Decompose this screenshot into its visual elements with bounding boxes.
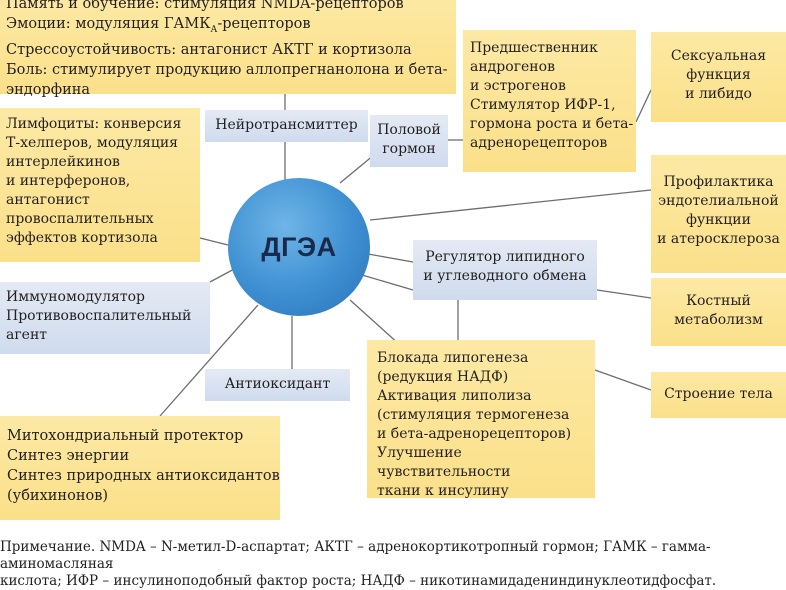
- antioxidant-node: Антиоксидант: [205, 369, 350, 401]
- lipogenesis-text: Блокада липогенеза (редукция НАДФ) Актив…: [377, 350, 572, 499]
- connector-mitochondria: [159, 304, 259, 417]
- emotion-prefix: Эмоции: модуляция ГАМК: [6, 16, 211, 32]
- sex-hormone-label: Половой гормон: [377, 122, 441, 157]
- connector-body: [594, 369, 652, 391]
- bone-metabolism-text: Костный метаболизм: [674, 293, 763, 328]
- connector-sexual: [635, 89, 652, 123]
- dhea-center-node: ДГЭА: [228, 178, 370, 316]
- dhea-center-label: ДГЭА: [261, 231, 337, 262]
- sex-hormone-node: Половой гормон: [370, 115, 448, 167]
- lipogenesis-box: Блокада липогенеза (редукция НАДФ) Актив…: [367, 340, 595, 499]
- immunomodulator-node: Иммуномодулятор Противовоспалительный аг…: [0, 282, 210, 354]
- bone-metabolism-box: Костный метаболизм: [651, 278, 786, 346]
- emotion-effects-line: Эмоции: модуляция ГАМКА-рецепторов: [6, 14, 456, 40]
- precursor-box: Предшественник андрогенов и эстрогенов С…: [463, 30, 636, 172]
- neurotransmitter-node: Нейротрансмиттер: [205, 110, 368, 142]
- connector-center-metabolism: [361, 274, 414, 291]
- metabolism-regulator-label: Регулятор липидного и углеводного обмена: [423, 249, 587, 284]
- emotion-subscript: А: [210, 24, 218, 35]
- sexual-function-text: Сексуальная функция и либидо: [670, 48, 767, 102]
- body-composition-text: Строение тела: [664, 386, 773, 402]
- emotion-suffix: -рецепторов: [217, 16, 311, 32]
- neurotransmitter-label: Нейротрансмиттер: [215, 117, 358, 133]
- endothelial-box: Профилактика эндотелиальной функции и ат…: [651, 155, 786, 273]
- immunomodulator-label: Иммуномодулятор Противовоспалительный аг…: [6, 289, 192, 343]
- lymphocytes-text: Лимфоциты: конверсия Т-хелперов, модуляц…: [6, 116, 182, 246]
- body-composition-box: Строение тела: [651, 372, 786, 418]
- connector-center-lipogenesis: [349, 299, 401, 346]
- lymphocytes-box: Лимфоциты: конверсия Т-хелперов, модуляц…: [0, 108, 200, 262]
- footnote: Примечание. NMDA – N-метил-D-аспартат; А…: [0, 539, 786, 590]
- footnote-line2: кислота; ИФР – инсулиноподобный фактор р…: [0, 573, 717, 589]
- metabolism-regulator-node: Регулятор липидного и углеводного обмена: [413, 240, 597, 300]
- memory-effects-rest: Стрессоустойчивость: антагонист АКТГ и к…: [6, 41, 448, 98]
- mitochondria-text: Митохондриальный протектор Синтез энерги…: [7, 428, 280, 504]
- endothelial-text: Профилактика эндотелиальной функции и ат…: [657, 174, 780, 247]
- connector-metabolism: [367, 253, 414, 263]
- connector-bone: [596, 289, 652, 299]
- sexual-function-box: Сексуальная функция и либидо: [651, 32, 786, 122]
- memory-effects-line1: Память и обучение: стимуляция NMDA-рецеп…: [6, 0, 404, 12]
- connector-lymphocytes: [199, 237, 229, 246]
- antioxidant-label: Антиоксидант: [224, 376, 331, 392]
- mitochondria-box: Митохондриальный протектор Синтез энерги…: [0, 416, 280, 520]
- precursor-text: Предшественник андрогенов и эстрогенов С…: [470, 40, 634, 151]
- footnote-line1: Примечание. NMDA – N-метил-D-аспартат; А…: [0, 539, 711, 572]
- memory-effects-box: Память и обучение: стимуляция NMDA-рецеп…: [0, 0, 456, 98]
- connector-endothelial: [369, 189, 652, 221]
